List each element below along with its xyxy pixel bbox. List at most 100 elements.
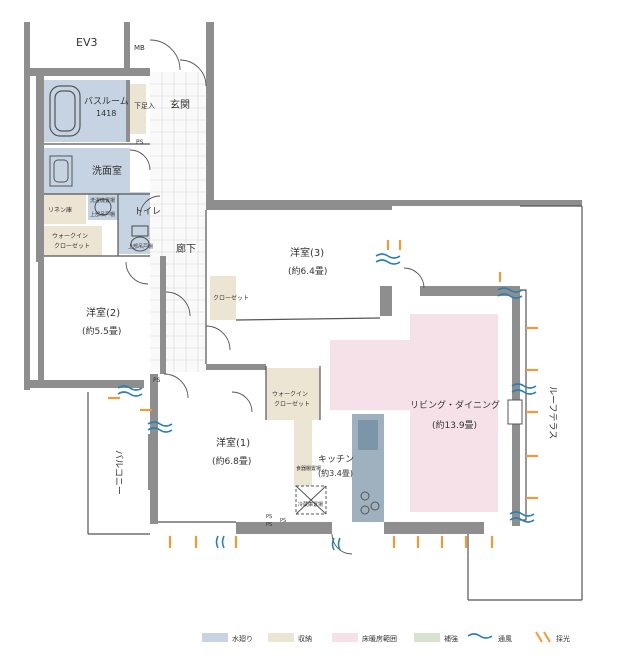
ventilation-icon [375,259,401,265]
living-column-box [507,399,523,425]
bedroom-1-size-label: (約6.8畳) [212,455,251,467]
wic1-storage [44,226,102,256]
ventilation-icon [331,537,335,551]
ventilation-icon [147,427,173,433]
closet3-storage [210,276,236,320]
wall-bedroom1-mid [206,364,266,370]
floor-heating-area-2 [330,340,412,410]
legend-water-label: 水廻り [232,634,253,643]
zone-fills [44,80,498,522]
balcony-label: バルコニー [113,450,124,495]
laundry-shelf-label: 上部吊戸棚 [90,211,115,218]
walkin-closet-1-label-a: ウォークイン [52,232,88,240]
bedroom-3-label: 洋室(3) [290,246,324,259]
ps-label: PS [266,522,272,528]
wic2-storage [266,368,320,420]
hall-tile-grid [150,72,206,372]
wall-top-left [24,22,30,390]
legend-reinforcement-swatch [414,633,440,642]
bath-area [44,80,126,142]
legend: 水廻り 収納 床暖房範囲 補強 通風 採光 [202,631,570,643]
meter-box-label: MB [134,44,145,52]
toilet-icon [130,225,150,252]
ventilation-icon [497,287,523,293]
walkin-closet-2-label-b: クローゼット [274,400,310,408]
wall-bedroom2-left [38,262,44,380]
wall-mid-horizontal [30,68,150,76]
living-dining-size-label: (約13.9畳) [432,419,477,431]
linen-storage [44,194,86,224]
bathtub-icon [49,85,81,137]
stove-icon [360,491,380,515]
washing-machine-icon [94,198,112,216]
wall-kitchen-bottom [236,522,332,534]
ventilation-icon [511,383,537,389]
kitchen-label: キッチン [318,454,354,465]
wall-left-inner [36,76,44,262]
ventilation-icon [375,253,401,259]
wall-top-right [206,22,214,202]
pantry-label: 食器棚置場 [296,465,321,472]
wall-bedroom3-top [206,200,392,210]
wall-bedroom2-bottom [24,380,144,388]
ventilation-waves [117,253,537,551]
wall-bedroom2-right [160,256,166,374]
ps-label: PS [280,518,286,524]
partitions [44,143,583,601]
ventilation-icon [509,517,535,523]
ventilation-icon [215,535,219,549]
washbasin-icon [49,155,73,187]
legend-floor-heating-label: 床暖房範囲 [362,634,397,643]
ventilation-icon [147,421,173,427]
legend-daylight-label: 採光 [556,634,570,643]
legend-reinforcement-label: 補強 [444,634,458,643]
roof-terrace-label: ルーフテラス [547,386,558,439]
washroom-label: 洗面室 [92,164,122,177]
legend-daylight-icon [543,631,551,643]
wall-living-top [420,286,512,296]
legend-storage-label: 収納 [298,634,312,643]
ps-label: PS [266,514,272,520]
ps-label: PS [153,377,161,384]
daylight-rays [108,240,538,548]
hall-tiles [150,72,206,372]
bedroom-2-size-label: (約5.5畳) [82,325,121,337]
toilet-shelf-label: 上部吊戸棚 [128,243,153,250]
ventilation-icon [497,293,523,299]
wall-balcony-column [148,434,158,490]
hallway-label: 廊下 [176,242,196,255]
living-dining-label: リビング・ダイニング [410,399,500,411]
ventilation-icon [511,389,537,395]
legend-ventilation-icon [467,633,493,639]
shoebox-label: 下足入 [134,102,155,110]
ventilation-icon [509,511,535,517]
ps-label: PS [136,139,144,146]
legend-water-swatch [202,633,228,642]
bathroom-size-label: 1418 [96,109,116,118]
walkin-closet-2-label-a: ウォークイン [272,390,308,398]
legend-storage-swatch [268,633,294,642]
ventilation-icon [117,385,143,391]
bathroom-label: バスルーム [84,96,129,107]
walkin-closet-1-label-b: クローゼット [54,242,90,250]
door-swings [125,39,425,555]
floor-heating-area [410,314,498,512]
wall-ev-right [124,22,130,68]
wall-upper-right [392,200,582,206]
legend-ventilation-label: 通風 [498,634,512,643]
fridge-icon [295,485,327,515]
linen-label: リネン庫 [48,206,72,214]
closet-3-label: クローゼット [213,294,249,302]
legend-floor-heating-swatch [332,633,358,642]
elevator-label: EV3 [76,36,97,49]
toilet-label: トイレ [134,207,161,217]
bedroom-2-label: 洋室(2) [86,306,120,319]
bedroom-1-label: 洋室(1) [216,436,250,449]
kitchen-size-label: (約3.4畳) [318,468,353,478]
laundry-label: 洗濯機置場 [90,197,115,204]
shoebox-storage [130,84,146,134]
wall-living-column [380,286,392,316]
entrance-label: 玄関 [170,98,190,111]
fridge-label: 冷蔵庫置場 [298,501,323,508]
